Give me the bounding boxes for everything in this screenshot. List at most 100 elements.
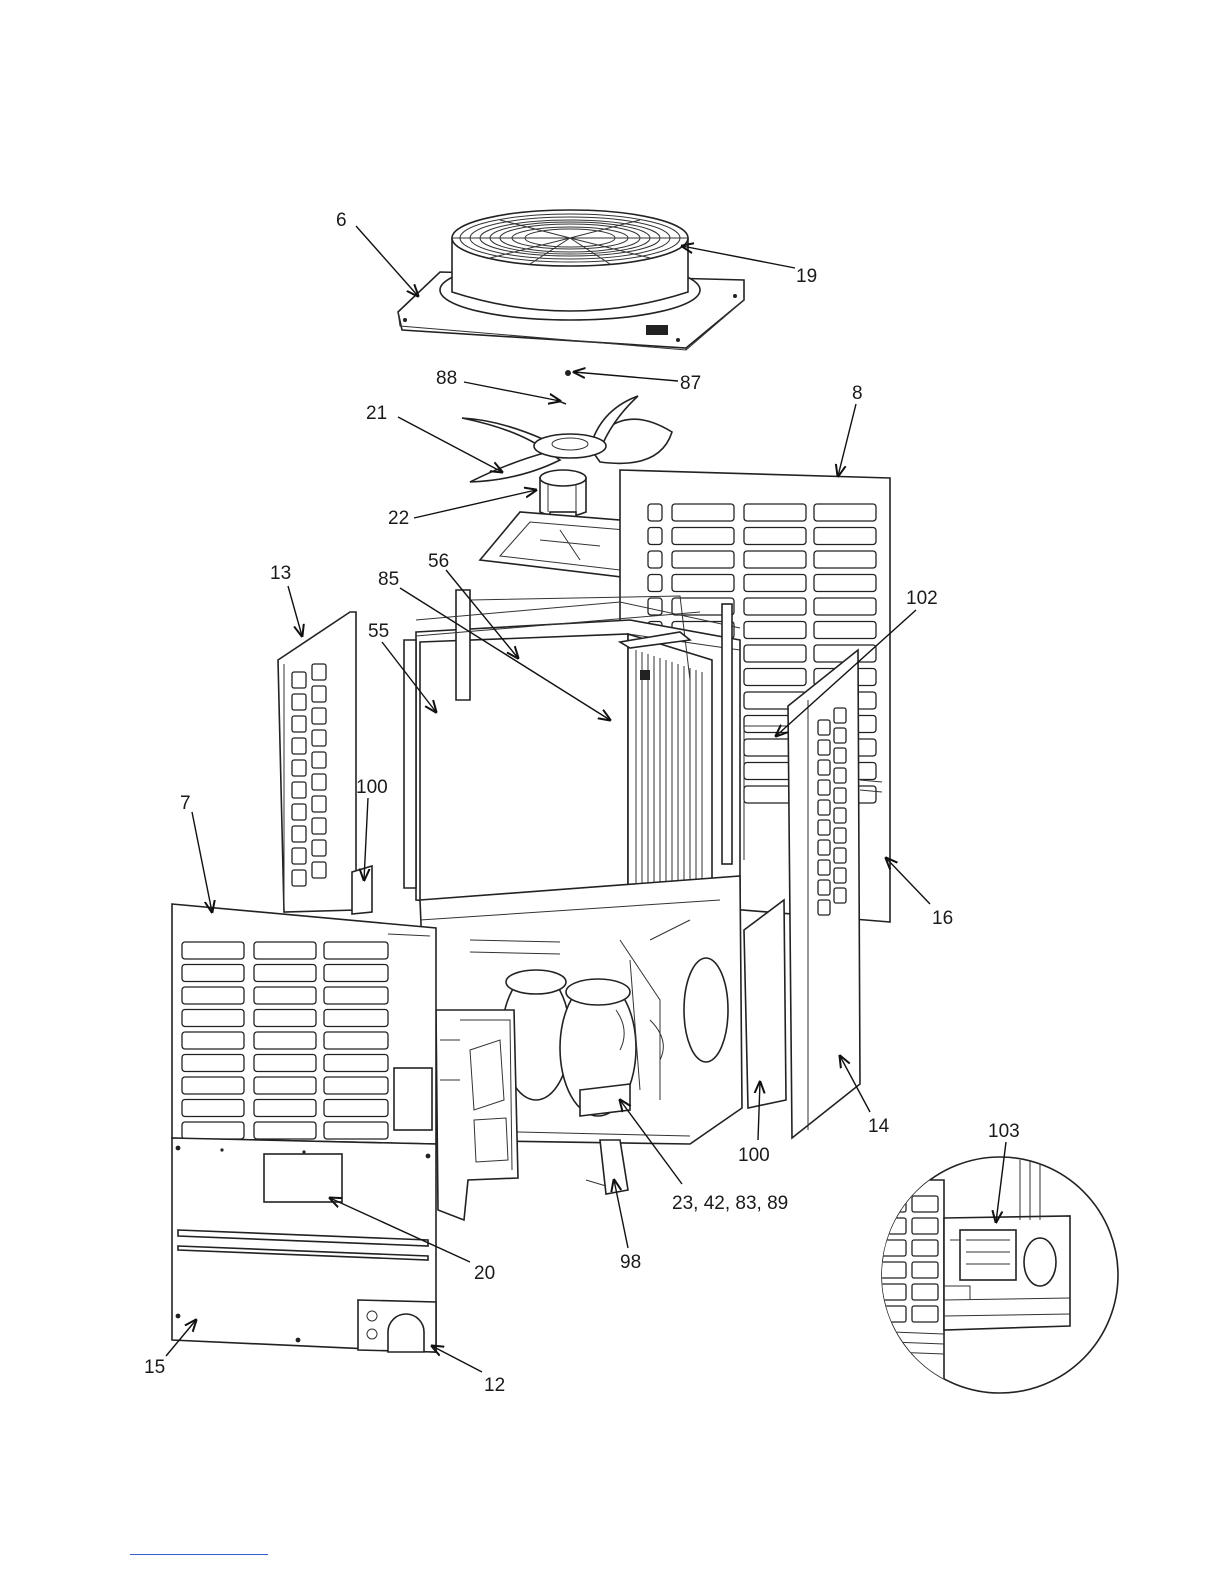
- louver-slot: [834, 828, 846, 843]
- louver-slot: [834, 728, 846, 743]
- louver-slot: [182, 942, 244, 959]
- louver-slot: [818, 900, 830, 915]
- louver-slot: [254, 1032, 316, 1049]
- louver-slot: [312, 840, 326, 856]
- louver-slot: [880, 1196, 906, 1212]
- louver-slot: [814, 551, 876, 568]
- callout-14: 14: [868, 1116, 890, 1137]
- louver-slot: [848, 1262, 874, 1278]
- louver-slot: [744, 622, 806, 639]
- callout-103: 103: [988, 1121, 1020, 1142]
- louver-slot: [848, 1240, 874, 1256]
- louver-slot: [818, 800, 830, 815]
- louver-slot: [254, 1100, 316, 1117]
- left-side-panel: [278, 612, 356, 912]
- callout-100-left: 100: [356, 777, 388, 798]
- front-upper-panel: [172, 904, 436, 1144]
- louver-slot: [834, 748, 846, 763]
- louver-slot: [814, 528, 876, 545]
- callout-19: 19: [796, 266, 817, 287]
- louver-slot: [818, 760, 830, 775]
- corner-service-plate: [358, 1300, 436, 1352]
- louver-slot: [818, 820, 830, 835]
- louver-slot: [744, 669, 806, 686]
- louver-slot: [834, 888, 846, 903]
- louver-slot: [848, 1196, 874, 1212]
- louver-slot: [292, 782, 306, 798]
- louver-slot: [834, 808, 846, 823]
- louver-slot: [182, 1100, 244, 1117]
- louver-slot: [818, 880, 830, 895]
- louver-slot: [672, 504, 734, 521]
- louver-slot: [312, 664, 326, 680]
- nut-part: [565, 370, 571, 376]
- callout-6: 6: [336, 210, 347, 231]
- detail-inset: [838, 1157, 1118, 1393]
- louver-slot: [324, 987, 388, 1004]
- callout-13: 13: [270, 563, 291, 584]
- louver-slot: [324, 1100, 388, 1117]
- callout-98: 98: [620, 1252, 641, 1273]
- louver-slot: [254, 1055, 316, 1072]
- right-service-cover: [744, 900, 786, 1108]
- louver-slot: [182, 987, 244, 1004]
- louver-slot: [818, 840, 830, 855]
- louver-slot: [182, 1077, 244, 1094]
- louver-slot: [324, 1122, 388, 1139]
- louver-slot: [744, 575, 806, 592]
- louver-slot: [254, 942, 316, 959]
- louver-slot: [814, 622, 876, 639]
- louver-slot: [912, 1262, 938, 1278]
- electrical-box: [436, 1010, 518, 1220]
- louver-slot: [292, 738, 306, 754]
- louver-slot: [672, 528, 734, 545]
- louver-slot: [912, 1196, 938, 1212]
- louver-slot: [912, 1240, 938, 1256]
- louver-slot: [182, 1032, 244, 1049]
- louver-slot: [312, 862, 326, 878]
- callout-8: 8: [852, 383, 863, 404]
- louver-slot: [834, 768, 846, 783]
- louver-slot: [312, 774, 326, 790]
- callout-7: 7: [180, 793, 191, 814]
- louver-slot: [312, 818, 326, 834]
- louver-slot: [818, 860, 830, 875]
- callout-102: 102: [906, 588, 938, 609]
- louver-slot: [254, 1122, 316, 1139]
- louver-slot: [814, 504, 876, 521]
- louver-slot: [848, 1284, 874, 1300]
- callout-87: 87: [680, 373, 701, 394]
- louver-slot: [292, 672, 306, 688]
- louver-slot: [292, 826, 306, 842]
- right-front-panel: [788, 650, 860, 1138]
- callout-55: 55: [368, 621, 389, 642]
- louver-slot: [182, 965, 244, 982]
- louver-slot: [818, 740, 830, 755]
- louver-slot: [324, 1055, 388, 1072]
- louver-slot: [292, 804, 306, 820]
- louver-slot: [292, 716, 306, 732]
- louver-slot: [672, 551, 734, 568]
- callout-16: 16: [932, 908, 953, 929]
- left-service-cover: [352, 866, 372, 914]
- louver-slot: [880, 1306, 906, 1322]
- louver-slot: [312, 752, 326, 768]
- louver-slot: [254, 1010, 316, 1027]
- louver-slot: [744, 551, 806, 568]
- louver-slot: [912, 1306, 938, 1322]
- louver-slot: [292, 848, 306, 864]
- fan-propeller: [462, 396, 672, 482]
- louver-slot: [834, 708, 846, 723]
- louver-slot: [292, 870, 306, 886]
- callout-22: 22: [388, 508, 409, 529]
- louver-slot: [648, 528, 662, 545]
- louver-slot: [834, 848, 846, 863]
- heat-exchanger-frame: [404, 590, 740, 918]
- louver-slot: [292, 760, 306, 776]
- callout-56: 56: [428, 551, 449, 572]
- louver-slot: [312, 796, 326, 812]
- louver-slot: [744, 645, 806, 662]
- louver-slot: [312, 686, 326, 702]
- louver-slot: [648, 575, 662, 592]
- callout-20: 20: [474, 1263, 495, 1284]
